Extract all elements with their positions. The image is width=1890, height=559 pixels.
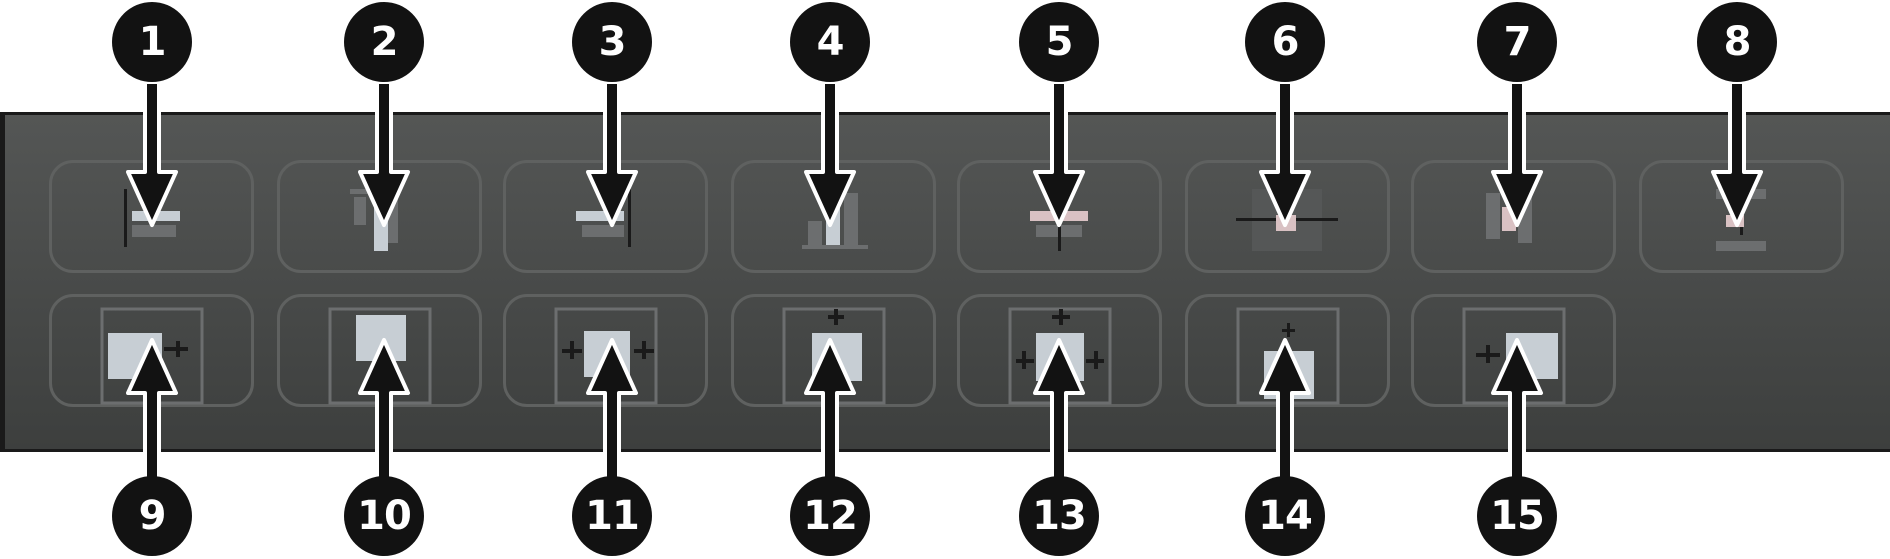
callout-arrow-7 xyxy=(1491,80,1543,227)
callout-arrow-14 xyxy=(1259,338,1311,485)
align-right-edges-icon xyxy=(576,189,631,247)
callout-badge-10: 10 xyxy=(344,476,424,556)
callout-badge-1: 1 xyxy=(112,2,192,82)
callout-arrow-4 xyxy=(804,80,856,227)
callout-badge-8: 8 xyxy=(1697,2,1777,82)
callout-arrow-10 xyxy=(358,338,410,485)
callout-badge-13: 13 xyxy=(1019,476,1099,556)
callout-arrow-5 xyxy=(1033,80,1085,227)
alignment-toolbar-panel xyxy=(0,112,1890,452)
callout-badge-7: 7 xyxy=(1477,2,1557,82)
callout-arrow-6 xyxy=(1259,80,1311,227)
callout-arrow-13 xyxy=(1033,338,1085,485)
callout-badge-11: 11 xyxy=(572,476,652,556)
callout-arrow-1 xyxy=(126,80,178,227)
callout-badge-3: 3 xyxy=(572,2,652,82)
callout-arrow-12 xyxy=(804,338,856,485)
callout-badge-2: 2 xyxy=(344,2,424,82)
callout-badge-14: 14 xyxy=(1245,476,1325,556)
callout-badge-15: 15 xyxy=(1477,476,1557,556)
callout-badge-9: 9 xyxy=(112,476,192,556)
callout-arrow-2 xyxy=(358,80,410,227)
callout-badge-5: 5 xyxy=(1019,2,1099,82)
callout-arrow-15 xyxy=(1491,338,1543,485)
callout-arrow-11 xyxy=(586,338,638,485)
callout-arrow-3 xyxy=(586,80,638,227)
callout-badge-12: 12 xyxy=(790,476,870,556)
callout-badge-6: 6 xyxy=(1245,2,1325,82)
callout-arrow-8 xyxy=(1711,80,1763,227)
callout-arrow-9 xyxy=(126,338,178,485)
callout-badge-4: 4 xyxy=(790,2,870,82)
